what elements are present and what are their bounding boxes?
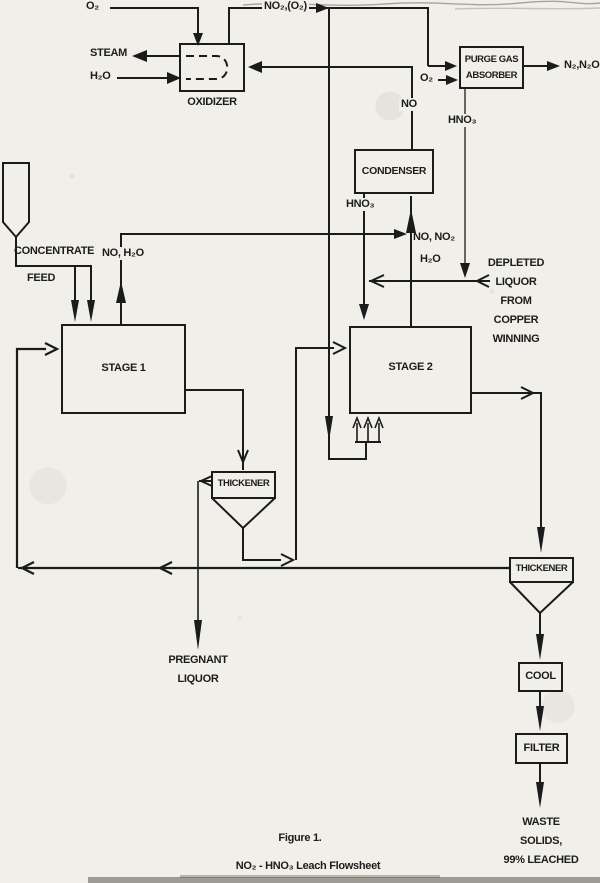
label-thickener-right: THICKENER (515, 563, 568, 574)
label-o2-feed: O₂ (86, 0, 99, 12)
label-oxidizer: OXIDIZER (187, 96, 237, 108)
label-o2-absorber: O₂ (420, 72, 433, 84)
overflow-recycle-line (18, 561, 510, 575)
label-hno3-condenser: HNO₃ (344, 198, 377, 212)
thickener-left-underflow-line (242, 341, 348, 567)
stage2-box (349, 326, 472, 414)
stage1-offgas-line (116, 229, 407, 325)
label-waste-solids: WASTE SOLIDS, 99% LEACHED (495, 813, 587, 870)
label-pregnant-line2: LIQUOR (177, 673, 219, 685)
figure-caption-title: NO₂ - HNO₃ Leach Flowsheet (235, 860, 381, 872)
label-condenser: CONDENSER (361, 165, 427, 177)
label-no2-o2: NO₂,(O₂) (262, 0, 309, 14)
stage1-slurry-out-line (185, 389, 249, 470)
label-n2-n2o: N₂,N₂O (564, 59, 600, 71)
n2-n2o-line (523, 61, 560, 71)
label-absorber: ABSORBER (465, 70, 518, 81)
label-steam: STEAM (90, 47, 128, 59)
steam-line (132, 50, 180, 62)
condenser-drain-line (359, 193, 369, 320)
offgas-riser-line (406, 196, 416, 327)
label-cool: COOL (525, 670, 556, 682)
label-depleted-line3: FROM (500, 295, 532, 307)
label-hno3-absorber: HNO₃ (446, 114, 479, 128)
no-recycle-line (248, 61, 413, 150)
label-depleted-line4: COPPER (493, 314, 539, 326)
label-h2o-oxidizer: H₂O (90, 70, 111, 82)
no2-header-line (228, 3, 457, 71)
label-no: NO (399, 98, 419, 112)
scan-artifact-bottom (88, 875, 600, 883)
concentrate-hopper (2, 162, 95, 322)
label-h2o-makeup: H₂O (418, 253, 443, 267)
label-no-h2o: NO, H₂O (100, 247, 146, 261)
label-depleted-line2: LIQUOR (495, 276, 537, 288)
label-depleted-line1: DEPLETED (487, 257, 545, 269)
waste-train-lines (515, 613, 568, 808)
label-waste-line1: WASTE (522, 816, 560, 828)
liquor-header-line (368, 274, 490, 288)
condenser-box (354, 149, 434, 194)
label-pregnant-liquor: PREGNANT LIQUOR (160, 651, 236, 689)
stage2-slurry-out-line (471, 386, 545, 553)
oxidizer-box (179, 43, 245, 92)
label-concentrate: CONCENTRATE (14, 245, 95, 257)
o2-absorber-line (438, 75, 458, 85)
figure-caption-number: Figure 1. (278, 832, 322, 844)
label-waste-line3: 99% LEACHED (503, 854, 579, 866)
h2o-oxidizer-line (117, 72, 181, 84)
o2-feed-line (110, 7, 203, 46)
label-thickener-left: THICKENER (217, 478, 270, 489)
label-purge-gas: PURGE GAS (464, 54, 519, 65)
oxidizer-coil (186, 55, 229, 80)
label-depleted-liquor: DEPLETED LIQUOR FROM COPPER WINNING (477, 254, 555, 349)
stage1-recycle-inlet-line (15, 342, 60, 568)
purge-gas-absorber-box (459, 46, 524, 89)
label-feed: FEED (27, 272, 56, 284)
label-depleted-line5: WINNING (492, 333, 540, 345)
stage1-box (61, 324, 186, 414)
filter-box (515, 733, 568, 764)
label-filter: FILTER (523, 742, 560, 754)
label-pregnant-line1: PREGNANT (168, 654, 228, 666)
label-waste-line2: SOLIDS, (520, 835, 562, 847)
label-stage2: STAGE 2 (388, 361, 433, 373)
label-no-no2: NO, NO₂ (413, 231, 455, 243)
label-stage1: STAGE 1 (101, 362, 146, 374)
pregnant-liquor-line (194, 475, 213, 650)
